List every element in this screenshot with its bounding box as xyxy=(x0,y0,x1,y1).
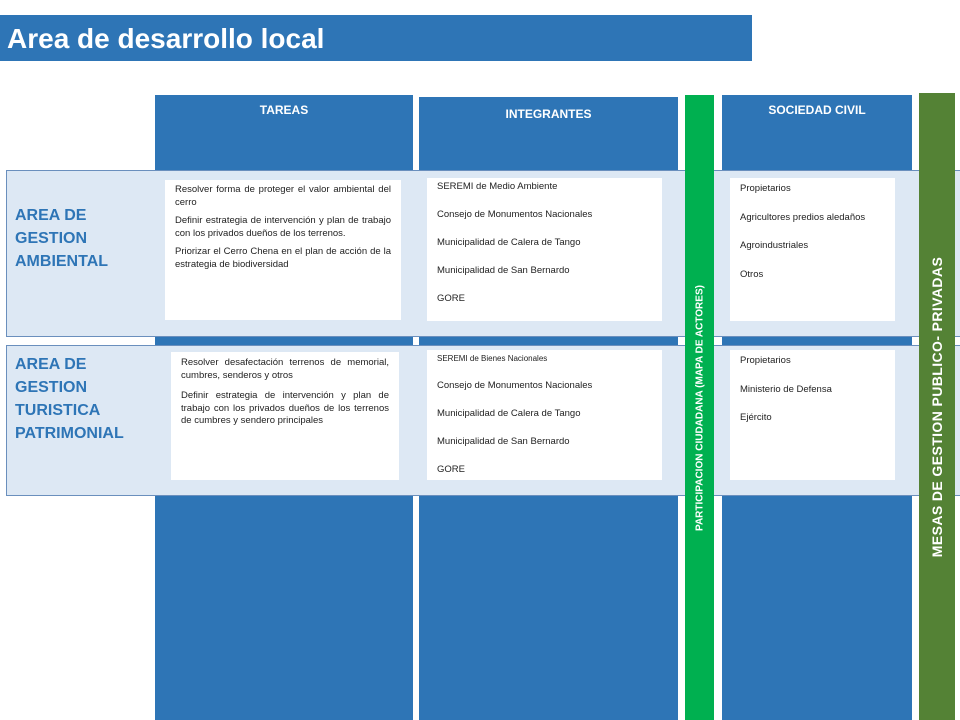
integrantes-card-ambiental: SEREMI de Medio Ambiente Consejo de Monu… xyxy=(427,178,662,321)
sociedad-item: Propietarios xyxy=(740,355,791,366)
sociedad-item: Agroindustriales xyxy=(740,240,809,251)
tarea-item: Resolver desafectación terrenos de memor… xyxy=(181,357,389,381)
integrante-item: Consejo de Monumentos Nacionales xyxy=(437,379,593,391)
sociedad-item: Ejército xyxy=(740,412,772,423)
integrante-item: GORE xyxy=(437,293,465,304)
title-bar: Area de desarrollo local xyxy=(0,15,752,61)
tarea-item: Priorizar el Cerro Chena en el plan de a… xyxy=(175,246,391,270)
participacion-ciudadana-bar: PARTICIPACION CIUDADANA (MAPA DE ACTORES… xyxy=(685,95,714,720)
sociedad-item: Propietarios xyxy=(740,183,791,194)
page-title: Area de desarrollo local xyxy=(7,23,325,54)
sociedad-item: Agricultores predios aledaños xyxy=(740,211,866,223)
integrante-item: Municipalidad de Calera de Tango xyxy=(437,237,581,248)
integrante-item: Municipalidad de San Bernardo xyxy=(437,265,570,276)
sociedad-item: Ministerio de Defensa xyxy=(740,383,832,395)
integrante-item: Municipalidad de San Bernardo xyxy=(437,435,570,447)
row-label-line: TURISTICA xyxy=(15,402,101,419)
integrante-item: SEREMI de Bienes Nacionales xyxy=(437,354,548,363)
tarea-item: Resolver forma de proteger el valor ambi… xyxy=(175,184,391,208)
row-label-line: AMBIENTAL xyxy=(15,253,109,270)
row-label-line: GESTION xyxy=(15,379,88,396)
row-label-turistica: AREA DE GESTION TURISTICA PATRIMONIAL xyxy=(15,353,150,445)
row-label-line: GESTION xyxy=(15,230,88,247)
sociedad-item: Otros xyxy=(740,268,764,280)
column-header-sociedad-civil: SOCIEDAD CIVIL xyxy=(768,103,866,117)
integrante-item: Municipalidad de Calera de Tango xyxy=(437,407,581,419)
sociedad-card-turistica: Propietarios Ministerio de Defensa Ejérc… xyxy=(730,350,895,480)
integrantes-card-turistica: SEREMI de Bienes Nacionales Consejo de M… xyxy=(427,350,662,480)
mesas-gestion-bar: MESAS DE GESTION PUBLICO- PRIVADAS xyxy=(919,93,955,720)
tarea-item: Definir estrategia de intervención y pla… xyxy=(175,215,391,239)
tarea-item: Definir estrategia de intervención y pla… xyxy=(181,390,389,426)
mesas-gestion-label: MESAS DE GESTION PUBLICO- PRIVADAS xyxy=(929,256,945,557)
column-header-tareas: TAREAS xyxy=(259,103,309,117)
row-label-ambiental: AREA DE GESTION AMBIENTAL xyxy=(15,204,150,273)
tareas-card-ambiental: Resolver forma de proteger el valor ambi… xyxy=(165,180,401,320)
tareas-card-turistica: Resolver desafectación terrenos de memor… xyxy=(171,352,399,480)
integrante-item: Consejo de Monumentos Nacionales xyxy=(437,209,593,220)
column-header-integrantes: INTEGRANTES xyxy=(505,107,592,121)
integrante-item: SEREMI de Medio Ambiente xyxy=(437,181,558,192)
row-label-line: PATRIMONIAL xyxy=(15,425,124,442)
sociedad-card-ambiental: Propietarios Agricultores predios aledañ… xyxy=(730,178,895,321)
participacion-ciudadana-label: PARTICIPACION CIUDADANA (MAPA DE ACTORES… xyxy=(694,284,705,531)
row-label-line: AREA DE xyxy=(15,207,87,224)
integrante-item: GORE xyxy=(437,463,465,475)
row-label-line: AREA DE xyxy=(15,356,87,373)
